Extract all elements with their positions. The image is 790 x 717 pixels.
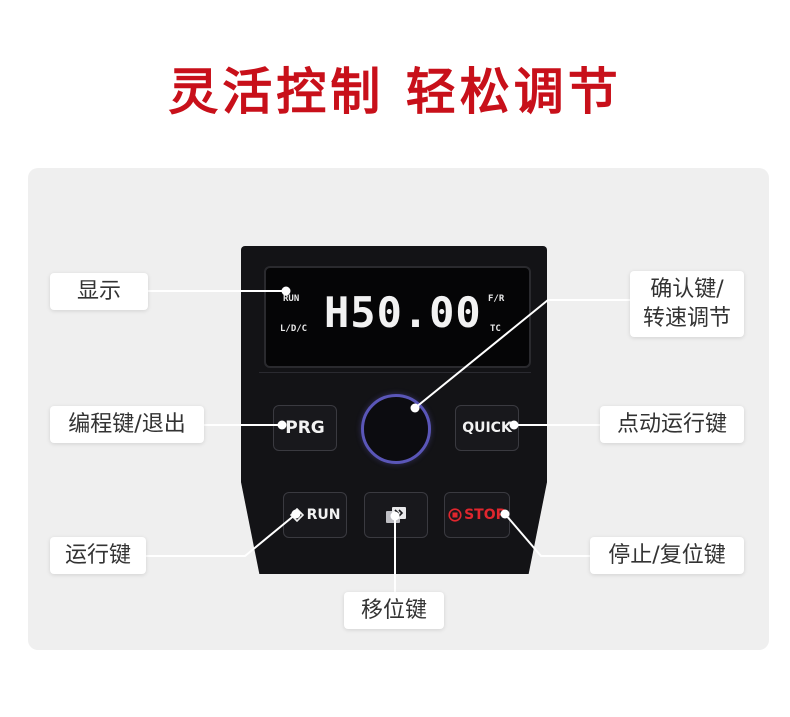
callout-display-label: 显示	[76, 279, 121, 304]
callout-stop-reset-label: 停止/复位键	[608, 543, 726, 568]
callout-shift-label: 移位键	[360, 598, 427, 623]
callout-confirm-line1: 确认键/	[650, 277, 724, 302]
callout-jog: 点动运行键	[600, 406, 744, 443]
quick-key-label: QUICK	[462, 420, 512, 436]
callout-confirm: 确认键/ 转速调节	[630, 271, 744, 337]
headline: 灵活控制 轻松调节	[168, 63, 622, 121]
callout-program-exit-label: 编程键/退出	[68, 412, 186, 437]
run-key-label: RUN	[306, 507, 341, 523]
callout-stop-reset: 停止/复位键	[590, 537, 744, 574]
callout-program-exit: 编程键/退出	[50, 406, 204, 443]
fr-indicator: F/R	[488, 294, 505, 304]
stop-key-label: STOP	[464, 507, 506, 523]
callout-shift: 移位键	[344, 592, 444, 629]
run-indicator: RUN	[283, 294, 300, 304]
lcd-main-value: H50.00	[324, 288, 482, 337]
callout-display: 显示	[50, 273, 148, 310]
prg-key[interactable]: PRG	[273, 405, 337, 451]
quick-key[interactable]: QUICK	[455, 405, 519, 451]
callout-jog-label: 点动运行键	[616, 412, 727, 437]
prg-key-label: PRG	[285, 418, 325, 438]
callout-confirm-line2: 转速调节	[642, 306, 731, 331]
callout-run: 运行键	[50, 537, 146, 574]
stop-icon	[448, 508, 462, 522]
panel-divider	[259, 372, 531, 373]
tc-indicator: TC	[490, 324, 501, 334]
stop-key[interactable]: STOP	[444, 492, 510, 538]
callout-run-label: 运行键	[64, 543, 131, 568]
ldc-indicator: L/D/C	[280, 324, 308, 334]
